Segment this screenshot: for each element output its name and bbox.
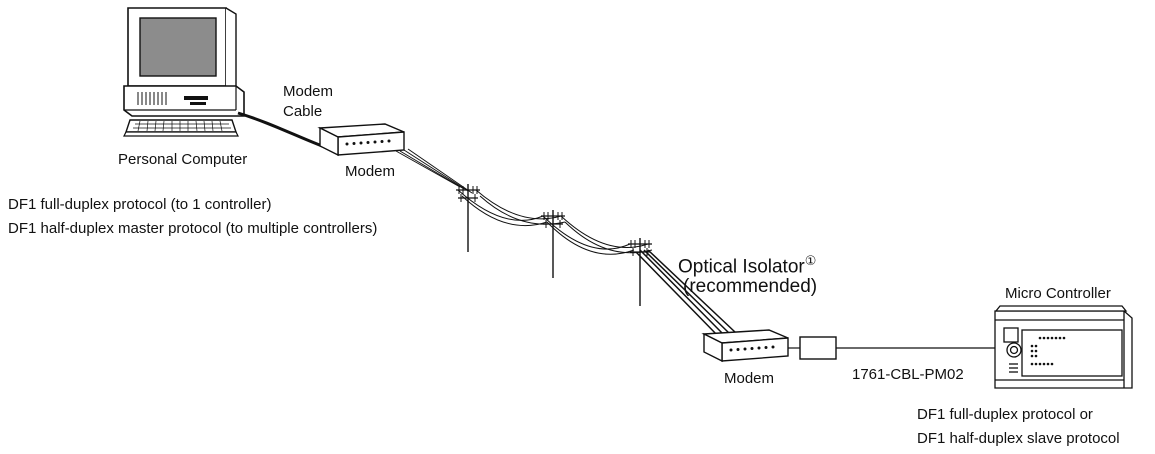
pc-protocol-line: DF1 full-duplex protocol (to 1 controlle… <box>8 196 272 213</box>
optical-isolator-recommended: (recommended) <box>683 276 818 297</box>
personal-computer-icon <box>123 7 245 137</box>
optical-isolator-text: Optical Isolator <box>678 256 805 278</box>
modem-top-label: Modem <box>345 163 396 180</box>
footnote-mark: ① <box>804 253 817 268</box>
modem-bottom-label: Modem <box>724 370 775 387</box>
phone-line-drop-bottom <box>635 249 736 339</box>
controller-protocol-notes: DF1 full-duplex protocol or DF1 half-dup… <box>917 403 1120 451</box>
cable-part-label: 1761-CBL-PM02 <box>852 366 964 383</box>
pc-protocol-line: DF1 half-duplex master protocol (to mult… <box>8 220 378 237</box>
telephone-lines <box>457 189 653 255</box>
telephone-pole-3 <box>627 237 653 307</box>
modem-cable-label: Modem Cable <box>283 83 334 120</box>
micro-controller-label: Micro Controller <box>1005 285 1111 302</box>
telephone-pole-2 <box>540 209 566 279</box>
telephone-pole-1 <box>455 183 481 253</box>
optical-isolator-box <box>799 336 837 360</box>
modem-cable-line <box>237 111 323 148</box>
optical-isolator-label: Optical Isolator① <box>678 250 816 278</box>
controller-protocol-line: DF1 full-duplex protocol or <box>917 406 1093 423</box>
personal-computer-label: Personal Computer <box>118 151 248 168</box>
modem-bottom-icon <box>701 329 789 363</box>
micro-controller-icon <box>994 305 1133 389</box>
pc-protocol-notes: DF1 full-duplex protocol (to 1 controlle… <box>8 193 377 241</box>
modem-top-icon <box>317 123 405 157</box>
phone-line-drop-top <box>395 148 473 194</box>
controller-protocol-line: DF1 half-duplex slave protocol <box>917 430 1120 447</box>
micro-controller-leds <box>1030 336 1066 366</box>
